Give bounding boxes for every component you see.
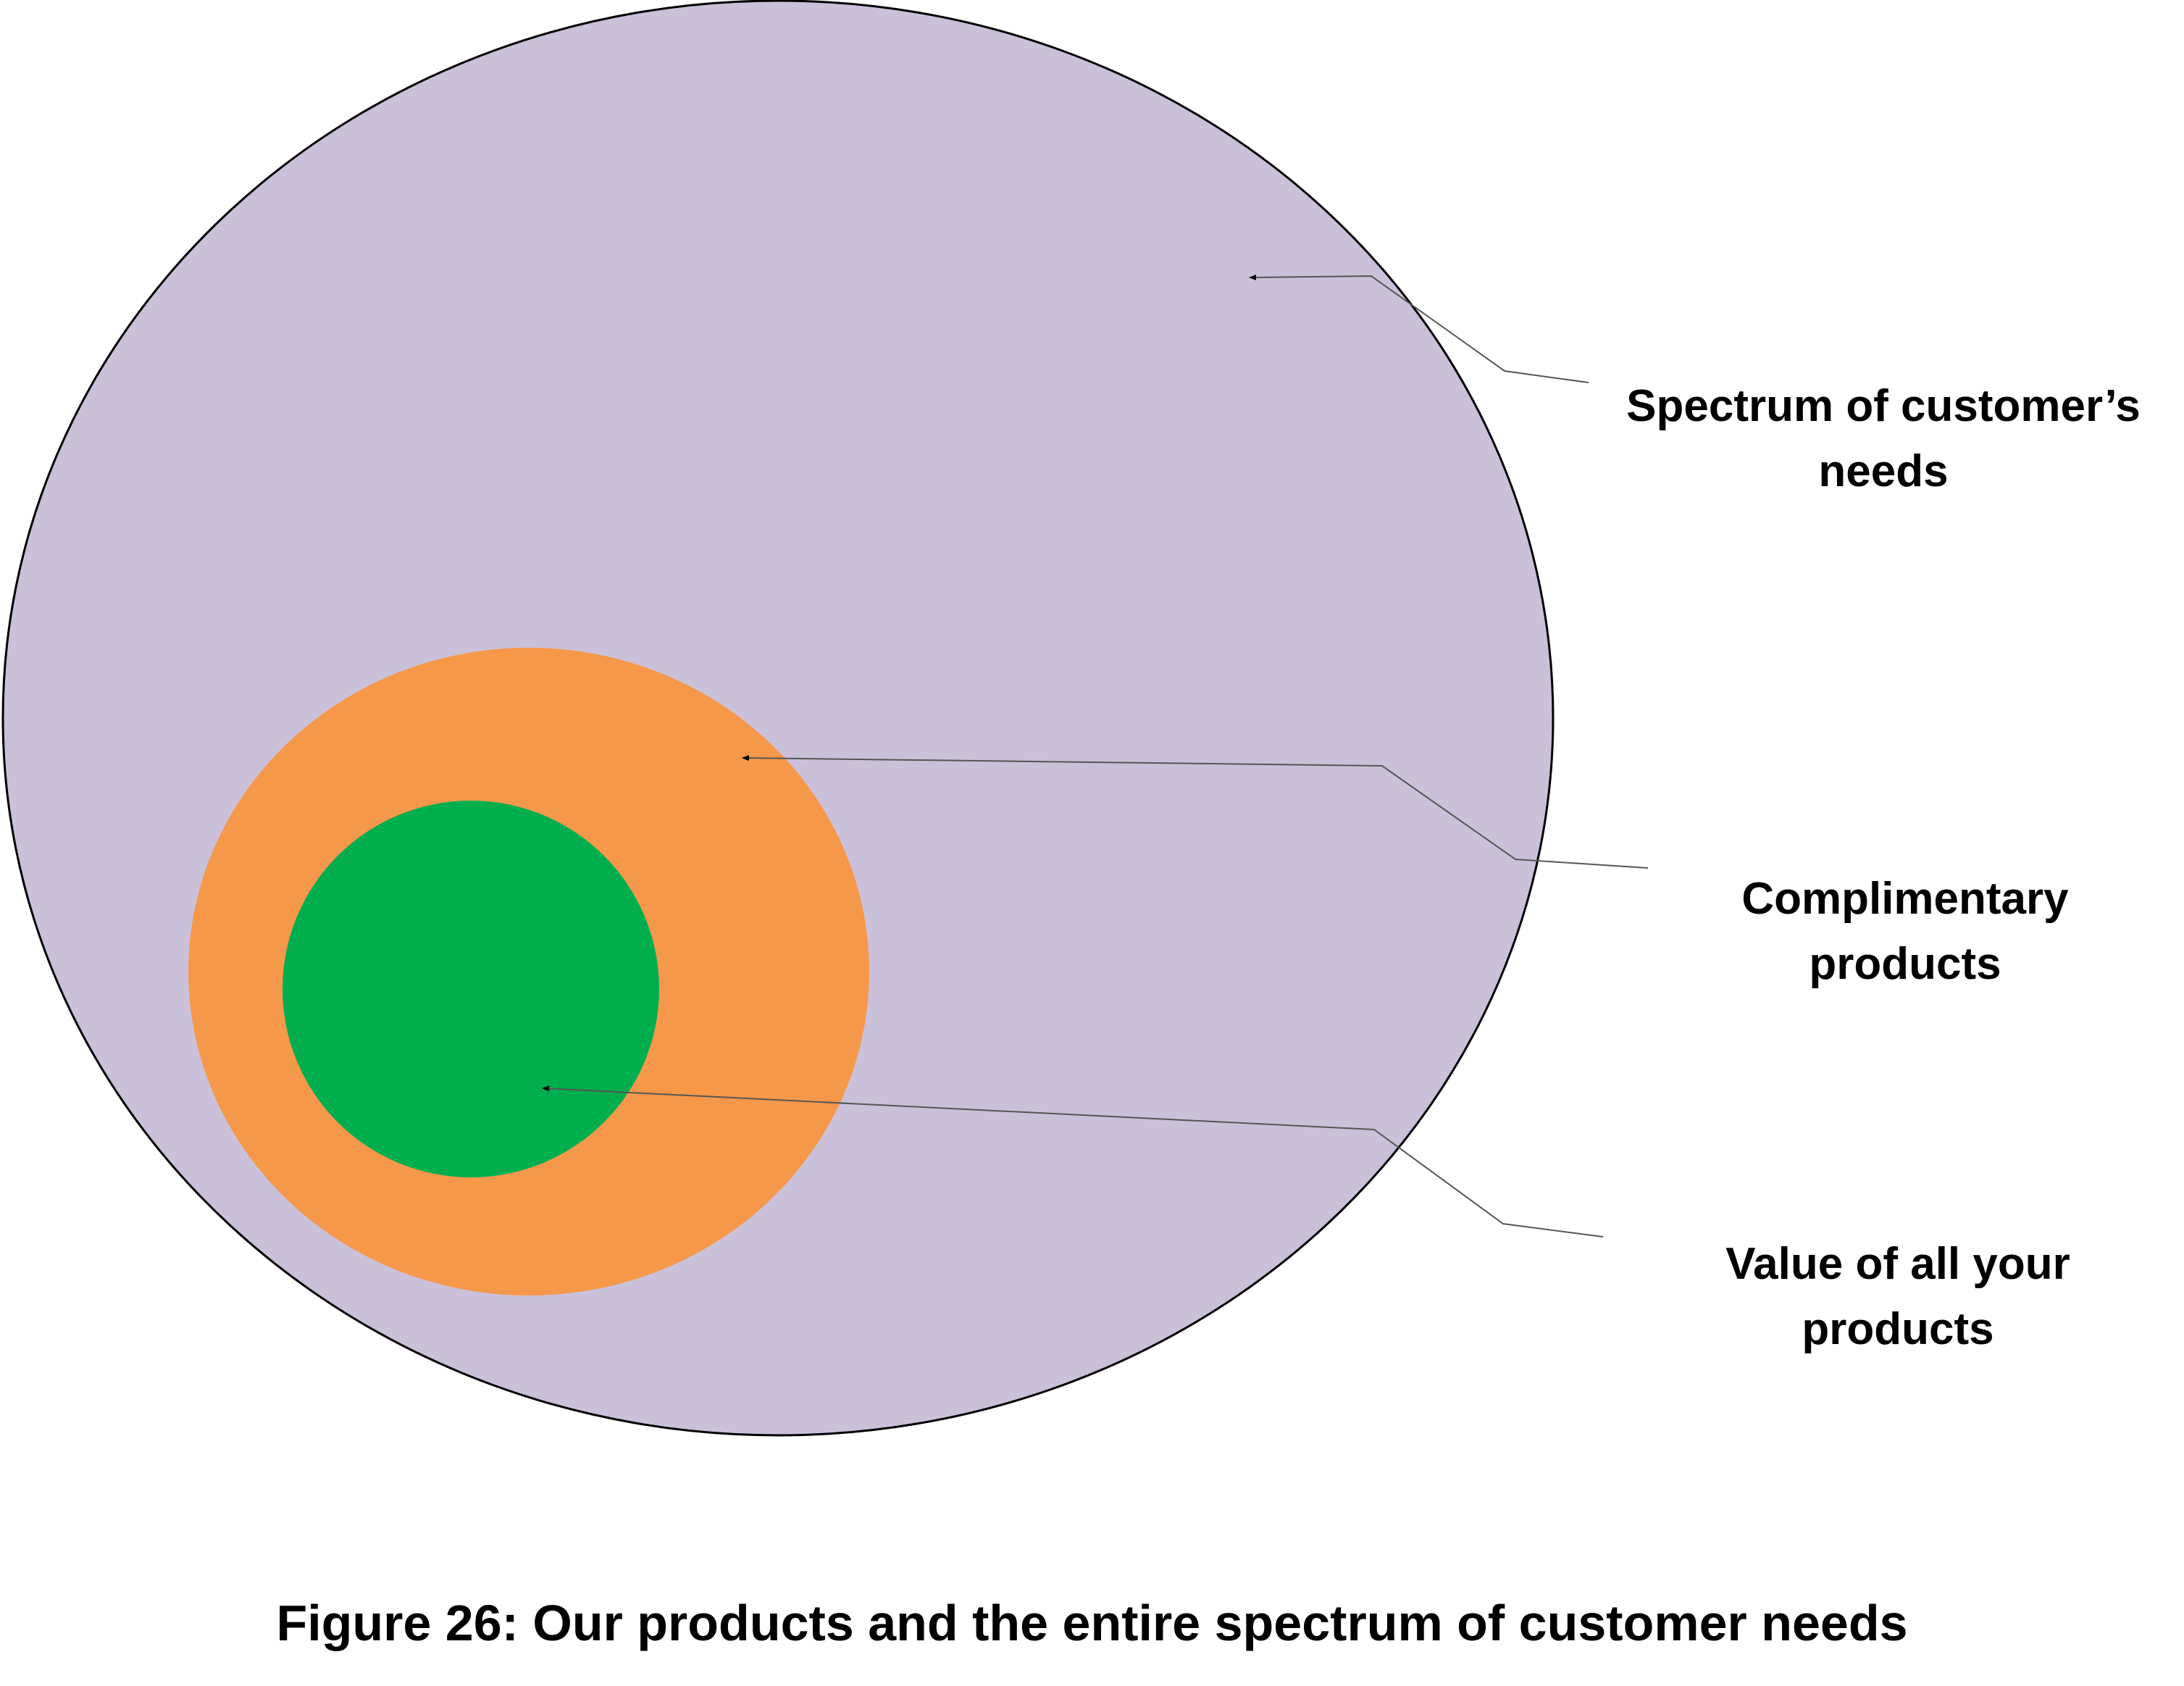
value-of-products-label-line1: Value of all your — [1725, 1239, 2070, 1289]
complimentary-leader-line — [742, 755, 1649, 869]
value-of-products-label: Value of all your products — [1666, 1232, 2130, 1362]
complimentary-products-label-line1: Complimentary — [1741, 874, 2069, 924]
customer-needs-label-line2: needs — [1818, 446, 1949, 496]
value-of-products-label-line2: products — [1802, 1304, 1994, 1354]
customer-needs-label-line1: Spectrum of customer’s — [1626, 381, 2141, 431]
complimentary-products-label-line2: products — [1809, 939, 2001, 989]
value-of-products-circle — [283, 801, 659, 1177]
needs-leader-line — [1249, 274, 1589, 383]
customer-needs-circle — [1, 0, 1555, 1437]
figure-caption: Figure 26: Our products and the entire s… — [276, 1595, 1908, 1651]
value-leader-line — [542, 1085, 1604, 1238]
complimentary-products-label: Complimentary products — [1681, 867, 2130, 997]
customer-needs-label: Spectrum of customer’s needs — [1608, 374, 2159, 504]
